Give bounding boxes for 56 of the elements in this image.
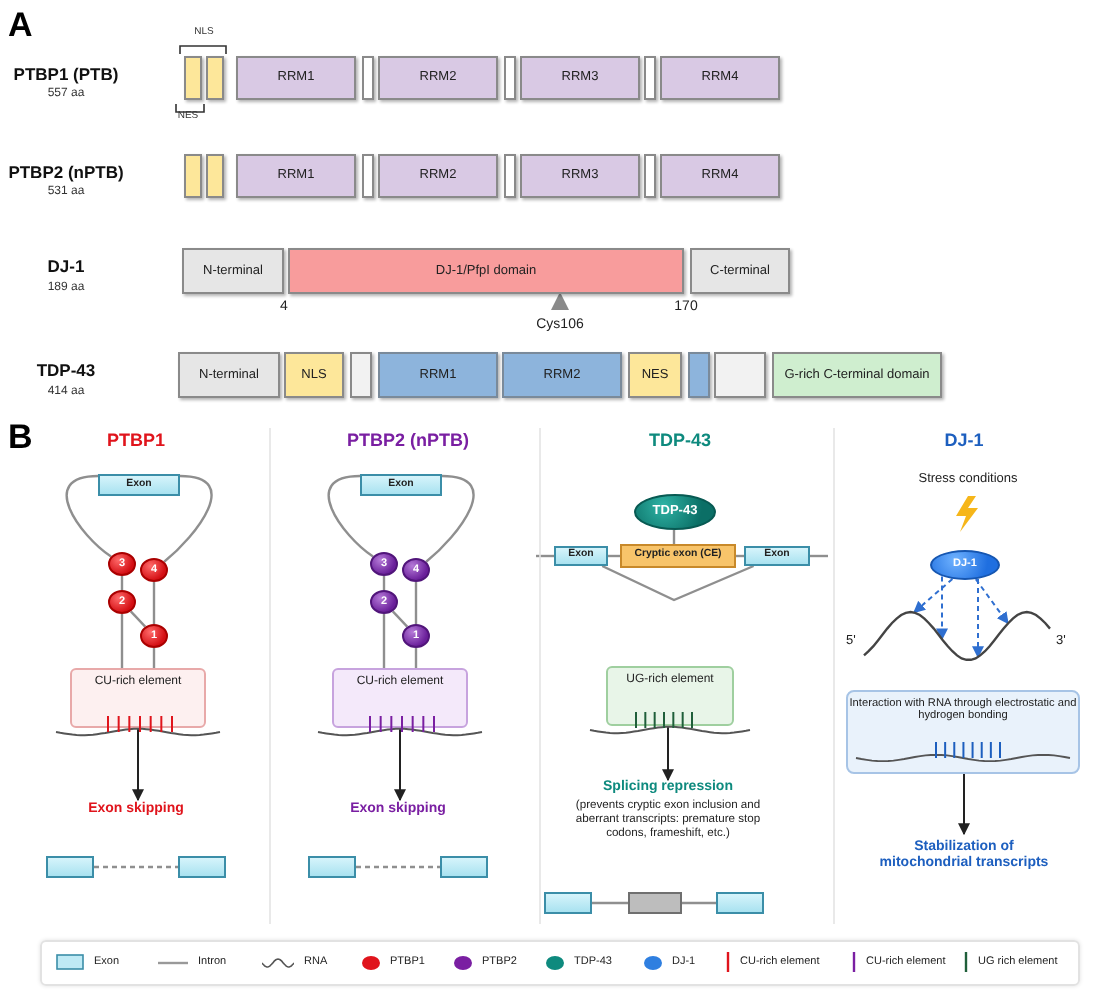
segment-box bbox=[504, 154, 516, 198]
connector-line bbox=[65, 474, 112, 558]
segment-box bbox=[628, 892, 682, 914]
connector-line bbox=[94, 865, 178, 869]
connector-line bbox=[601, 564, 755, 602]
segment-box bbox=[688, 352, 710, 398]
column-heading: DJ-1 bbox=[942, 432, 986, 452]
segment-box bbox=[350, 352, 372, 398]
arrow bbox=[936, 575, 948, 641]
column-heading: PTBP1 bbox=[104, 432, 167, 452]
connector-line bbox=[356, 865, 440, 869]
rna-strand bbox=[864, 606, 1050, 666]
column-heading: PTBP2 (nPTB) bbox=[344, 432, 471, 452]
connector-line bbox=[414, 582, 418, 624]
segment-box bbox=[504, 56, 516, 100]
connector-line bbox=[391, 610, 409, 628]
segment-box bbox=[644, 56, 656, 100]
arrow bbox=[394, 727, 406, 802]
arrow bbox=[972, 578, 984, 659]
segment-box bbox=[184, 56, 202, 100]
segment-box bbox=[184, 154, 202, 198]
arrow bbox=[958, 773, 970, 836]
protein-name: DJ-1 bbox=[45, 258, 87, 277]
connector-line bbox=[152, 648, 156, 668]
exon-box bbox=[716, 892, 764, 914]
arrow bbox=[913, 578, 954, 614]
connector-line bbox=[152, 582, 156, 624]
segment-box bbox=[206, 56, 224, 100]
protein-name: PTBP2 (nPTB) bbox=[6, 164, 126, 183]
exon-box bbox=[46, 856, 94, 878]
protein-name: PTBP1 (PTB) bbox=[11, 66, 121, 85]
connector-line bbox=[163, 474, 213, 563]
connector-line bbox=[425, 474, 475, 563]
exon-box bbox=[178, 856, 226, 878]
arrow bbox=[974, 578, 1009, 625]
connector-line bbox=[682, 901, 716, 905]
segment-box bbox=[206, 154, 224, 198]
exon-box bbox=[440, 856, 488, 878]
segment-box bbox=[362, 56, 374, 100]
connector-line bbox=[592, 901, 628, 905]
connector-line bbox=[327, 474, 374, 558]
exon-box bbox=[308, 856, 356, 878]
panel-letter: A bbox=[8, 8, 35, 46]
protein-name: TDP-43 bbox=[34, 362, 98, 381]
segment-box bbox=[644, 154, 656, 198]
connector-line bbox=[120, 614, 124, 668]
exon-box bbox=[544, 892, 592, 914]
connector-line bbox=[414, 648, 418, 668]
segment-box bbox=[362, 154, 374, 198]
connector-line bbox=[382, 614, 386, 668]
segment-box bbox=[714, 352, 766, 398]
panel-letter: B bbox=[8, 420, 35, 458]
column-heading: TDP-43 bbox=[646, 432, 713, 452]
arrow bbox=[132, 727, 144, 802]
arrow bbox=[662, 725, 674, 782]
connector-line bbox=[129, 610, 147, 628]
